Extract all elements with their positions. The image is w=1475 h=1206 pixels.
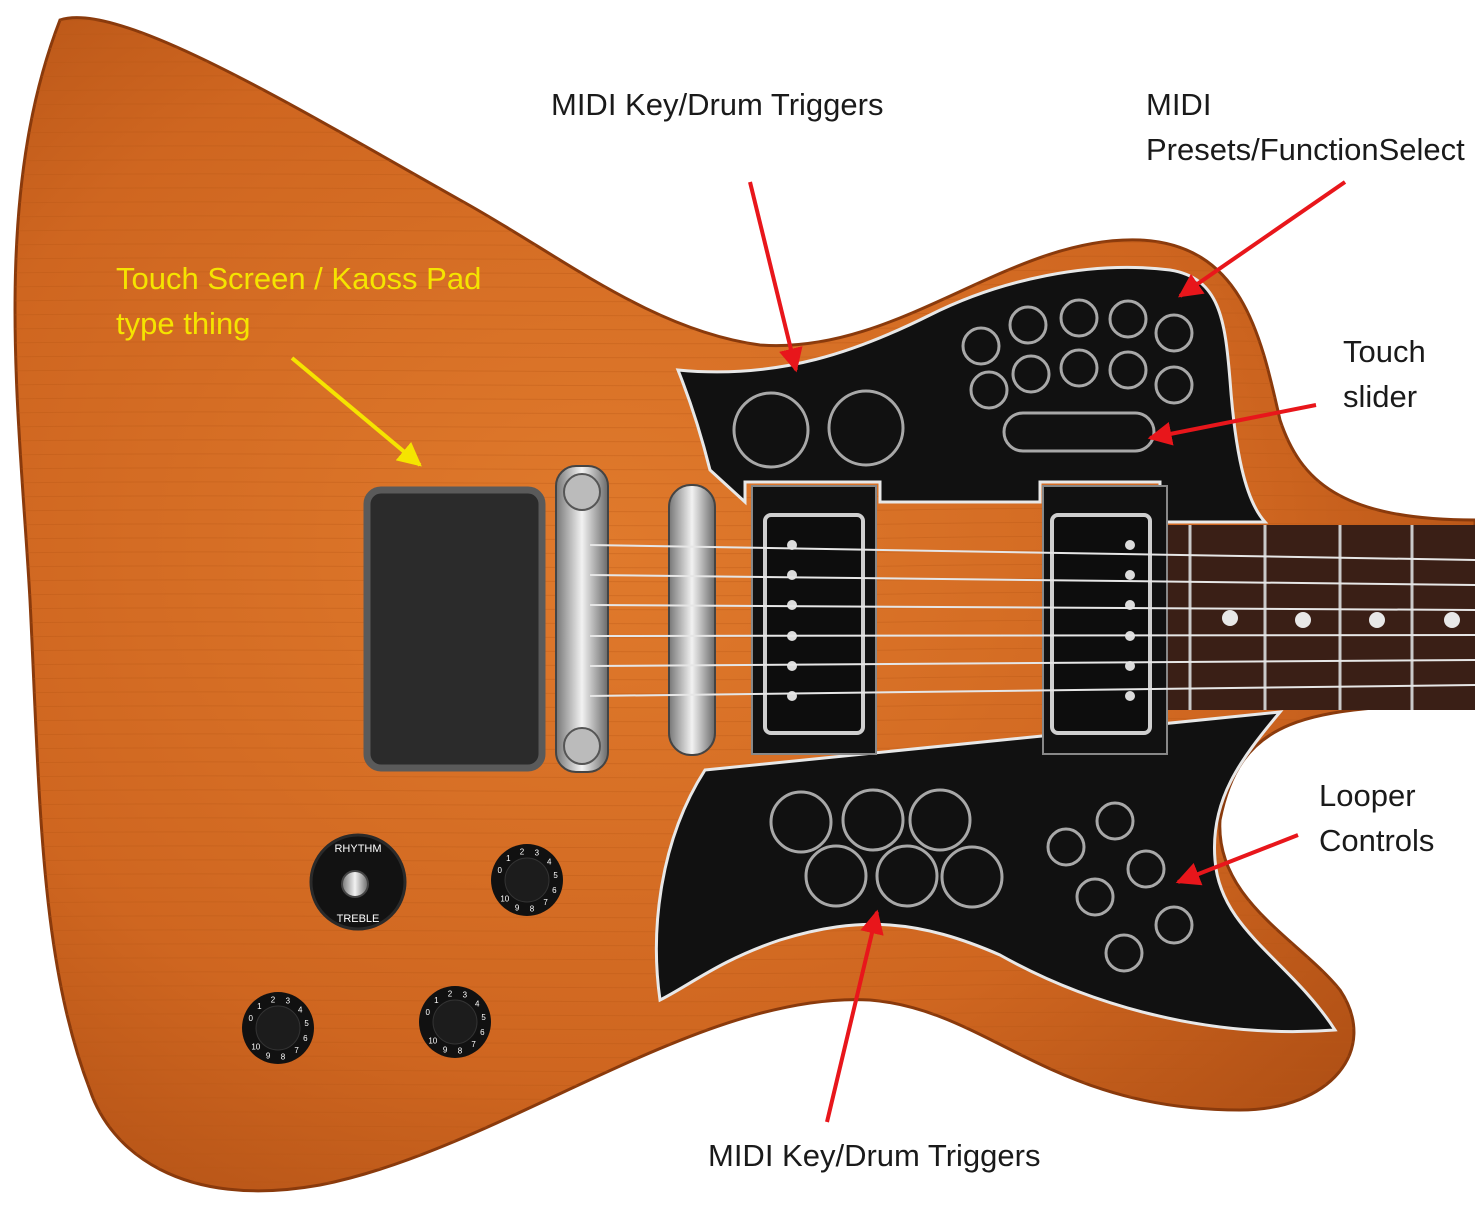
knob-number: 0 <box>248 1014 253 1023</box>
preset-buttons <box>961 298 1194 410</box>
label-bottom-triggers-text: MIDI Key/Drum Triggers <box>708 1138 1041 1173</box>
knob-number: 10 <box>500 895 509 904</box>
knob-number: 4 <box>475 999 480 1008</box>
label-touch-slider: Touch slider <box>1343 329 1426 419</box>
knob-number: 4 <box>298 1005 303 1014</box>
label-presets-line1: MIDI <box>1146 87 1212 122</box>
label-looper: Looper Controls <box>1319 773 1434 863</box>
label-presets: MIDI Presets/FunctionSelect <box>1146 82 1465 172</box>
bridge-pickup-ring <box>1042 485 1168 755</box>
knob-number: 1 <box>257 1002 262 1011</box>
knob-number: 3 <box>286 997 291 1006</box>
knob-number: 5 <box>481 1013 486 1022</box>
label-touch-screen-line1: Touch Screen / Kaoss Pad <box>116 261 482 296</box>
knob-number: 0 <box>425 1008 430 1017</box>
bottom-drum-triggers <box>769 788 1004 909</box>
label-looper-line1: Looper <box>1319 778 1416 813</box>
label-slider-line2: slider <box>1343 379 1418 414</box>
knob-number: 2 <box>271 995 276 1004</box>
knob-number: 8 <box>530 905 535 914</box>
knob-number: 5 <box>553 871 558 880</box>
label-bottom-triggers: MIDI Key/Drum Triggers <box>708 1133 1040 1178</box>
label-slider-line1: Touch <box>1343 334 1426 369</box>
tone-knob <box>419 986 491 1058</box>
looper-buttons <box>1046 801 1194 973</box>
strings <box>589 544 1475 697</box>
tune-o-matic <box>668 484 716 756</box>
knob-number: 9 <box>266 1051 271 1060</box>
knob-number: 10 <box>251 1043 260 1052</box>
selector-bottom-label: TREBLE <box>337 913 380 925</box>
volume-knob-2 <box>242 992 314 1064</box>
arrow-slider <box>1147 403 1317 446</box>
knob-number: 9 <box>515 903 520 912</box>
arrow-touch-screen <box>290 356 422 467</box>
arrow-looper <box>1175 833 1299 886</box>
label-looper-line2: Controls <box>1319 823 1435 858</box>
annotation-arrows <box>290 180 1347 1123</box>
fret-inlays <box>1222 610 1460 628</box>
fretboard <box>1165 525 1475 710</box>
knob-number: 9 <box>443 1045 448 1054</box>
knob-number: 1 <box>434 996 439 1005</box>
volume-knob-1 <box>491 844 563 916</box>
arrow-presets <box>1178 180 1347 298</box>
knob-number: 4 <box>547 857 552 866</box>
knob-number: 0 <box>497 866 502 875</box>
knob-number: 6 <box>480 1028 485 1037</box>
knob-number: 6 <box>303 1034 308 1043</box>
arrow-bottom-triggers <box>825 909 884 1123</box>
label-top-triggers-text: MIDI Key/Drum Triggers <box>551 87 884 122</box>
label-presets-line2: Presets/FunctionSelect <box>1146 132 1465 167</box>
arrow-top-triggers <box>748 181 803 373</box>
knob-number: 8 <box>281 1053 286 1062</box>
knob-number: 1 <box>506 854 511 863</box>
knob-number: 6 <box>552 886 557 895</box>
knob-number: 2 <box>448 989 453 998</box>
knob-number: 7 <box>543 898 548 907</box>
knob-number: 10 <box>428 1037 437 1046</box>
knob-number: 5 <box>304 1019 309 1028</box>
touch-screen-pad <box>363 486 546 772</box>
pickup-pole-pieces <box>787 540 1135 701</box>
lower-pickguard <box>654 710 1338 1034</box>
label-top-triggers: MIDI Key/Drum Triggers <box>551 82 883 127</box>
label-touch-screen: Touch Screen / Kaoss Pad type thing <box>116 256 481 346</box>
knob-number: 7 <box>471 1040 476 1049</box>
knob-number: 8 <box>458 1047 463 1056</box>
label-touch-screen-line2: type thing <box>116 306 251 341</box>
neck-pickup-ring <box>751 485 877 755</box>
knob-number: 2 <box>520 847 525 856</box>
knob-number: 3 <box>535 849 540 858</box>
selector-top-label: RHYTHM <box>334 843 381 855</box>
knob-number: 3 <box>463 991 468 1000</box>
knob-number: 7 <box>294 1046 299 1055</box>
bridge <box>555 465 609 773</box>
top-drum-triggers <box>732 389 905 469</box>
